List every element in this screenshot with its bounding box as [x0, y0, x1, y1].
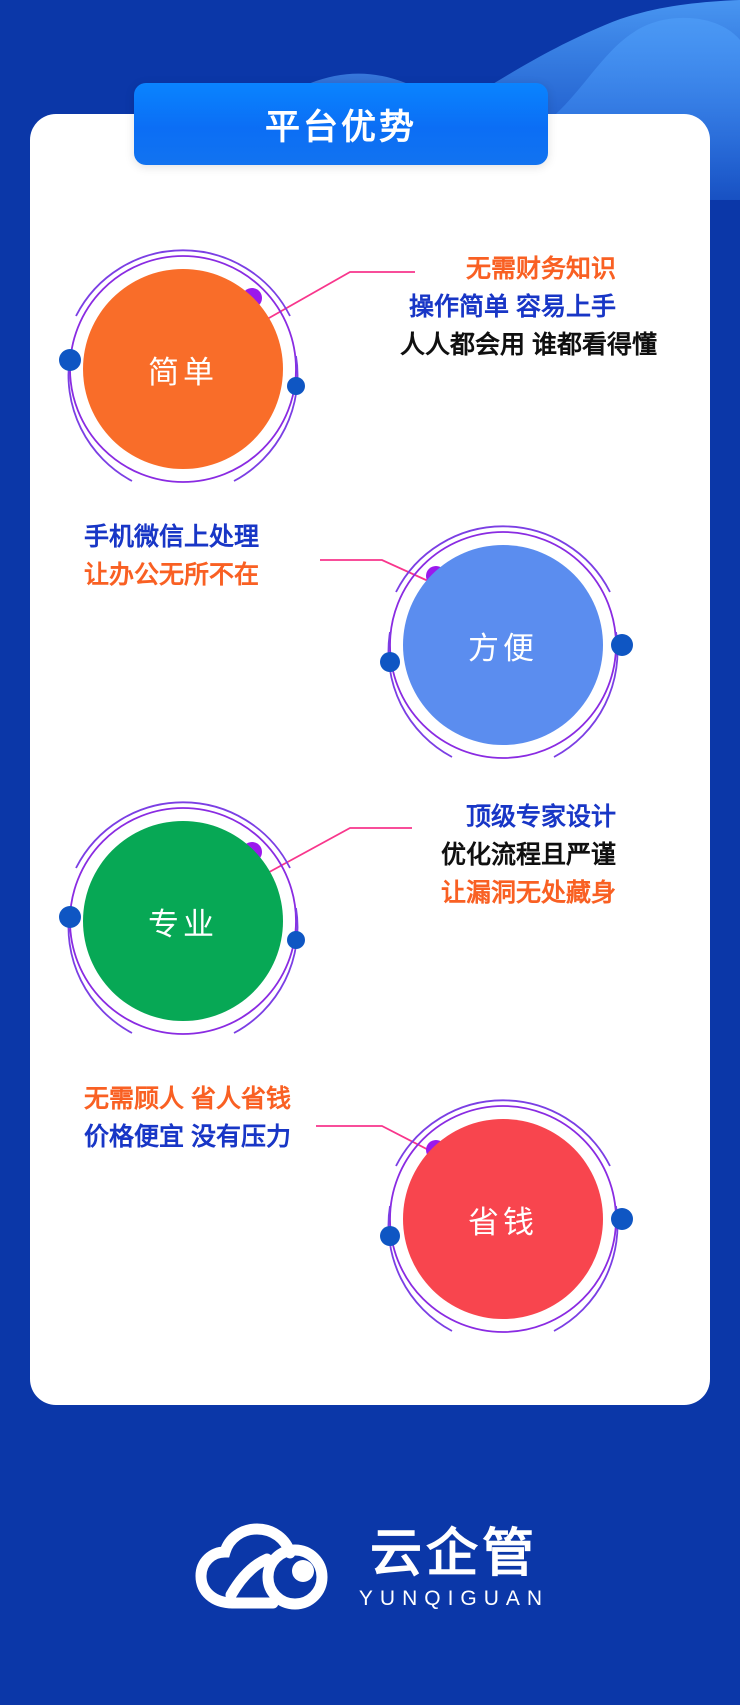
- section-header-banner: 平台优势: [134, 83, 548, 165]
- caption-line: 手机微信上处理: [84, 523, 260, 551]
- brand-name-en: YUNQIGUAN: [358, 1587, 550, 1610]
- caption-line: 无需财务知识: [465, 255, 616, 283]
- footer-brand: 云企管 YUNQIGUAN: [0, 1432, 740, 1705]
- orbit-graphic-save-money: 省钱: [372, 1088, 634, 1350]
- caption-line: 价格便宜 没有压力: [84, 1123, 291, 1151]
- caption-line: 优化流程且严谨: [440, 841, 616, 869]
- advantage-row-convenient: 方便: [0, 514, 740, 784]
- circle-simple: 简单: [83, 269, 283, 469]
- circle-professional: 专业: [83, 821, 283, 1021]
- caption-line: 无需顾人 省人省钱: [84, 1085, 291, 1113]
- circle-label-professional: 专业: [148, 906, 218, 942]
- logo-wordmark: 云企管 YUNQIGUAN: [359, 1528, 549, 1609]
- circle-label-convenient: 方便: [468, 630, 538, 666]
- caption-convenient: 手机微信上处理 让办公无所不在: [84, 518, 344, 594]
- caption-simple: 无需财务知识 操作简单 容易上手 人人都会用 谁都看得懂: [400, 250, 657, 364]
- circle-label-simple: 简单: [148, 354, 218, 390]
- logo: 云企管 YUNQIGUAN: [191, 1521, 549, 1617]
- caption-line: 让办公无所不在: [84, 561, 260, 589]
- caption-line: 让漏洞无处藏身: [440, 879, 616, 907]
- orbit-graphic-simple: 简单: [52, 238, 314, 500]
- cloud-logo-icon: [195, 1522, 328, 1609]
- advantage-row-simple: 简单: [0, 238, 740, 508]
- caption-line: 人人都会用 谁都看得懂: [400, 331, 657, 359]
- caption-line: 顶级专家设计: [465, 803, 616, 831]
- circle-convenient: 方便: [403, 545, 603, 745]
- circle-save-money: 省钱: [403, 1119, 603, 1319]
- caption-save-money: 无需顾人 省人省钱 价格便宜 没有压力: [84, 1080, 344, 1156]
- page-title: 平台优势: [264, 107, 417, 147]
- caption-professional: 顶级专家设计 优化流程且严谨 让漏洞无处藏身: [400, 798, 616, 912]
- brand-name-cn: 云企管: [369, 1525, 538, 1583]
- orbit-graphic-professional: 专业: [52, 790, 314, 1052]
- advantage-row-professional: 专业: [0, 790, 740, 1060]
- circle-label-save-money: 省钱: [468, 1204, 538, 1240]
- advantage-row-save-money: 省钱: [0, 1088, 740, 1358]
- caption-line: 操作简单 容易上手: [409, 293, 616, 321]
- orbit-graphic-convenient: 方便: [372, 514, 634, 776]
